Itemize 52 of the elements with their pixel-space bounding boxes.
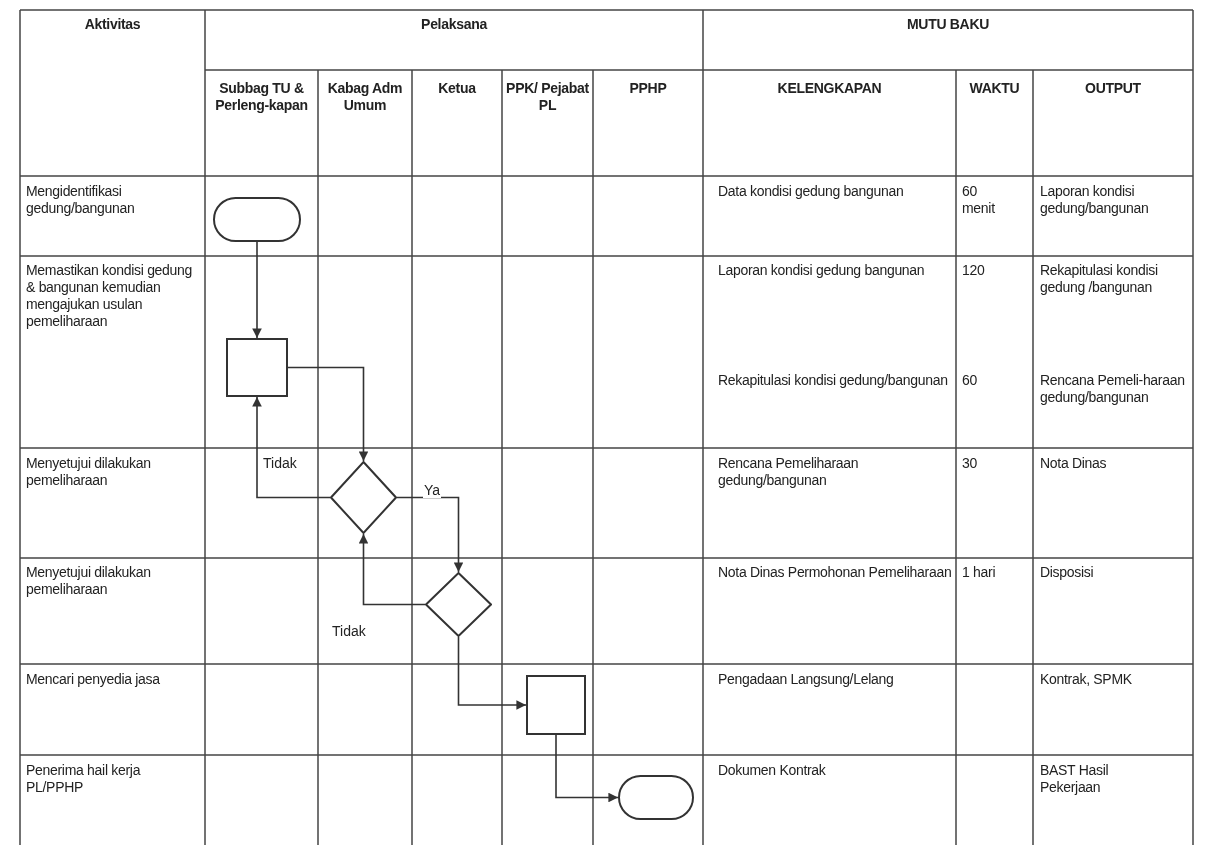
time-value: 60 [962, 372, 978, 389]
output-text: Disposisi [1040, 564, 1095, 581]
process-box [526, 675, 586, 735]
arrow [252, 396, 331, 499]
arrow [457, 636, 527, 710]
activity-text: Penerima hail kerja PL/PPHP [26, 762, 142, 796]
column-header: WAKTU [968, 80, 1021, 97]
output-text: BAST Hasil Pekerjaan [1040, 762, 1110, 796]
terminator-shape [618, 775, 694, 820]
requirement-text: Rencana Pemeliharaan gedung/bangunan [718, 455, 860, 489]
arrow [252, 241, 262, 339]
requirement-text: Dokumen Kontrak [718, 762, 827, 779]
arrow [287, 366, 369, 462]
column-header: OUTPUT [1084, 80, 1142, 97]
column-header: MUTU BAKU [905, 16, 991, 33]
output-text: Laporan kondisi gedung/bangunan [1040, 183, 1150, 217]
process-box [226, 338, 288, 397]
column-header: Ketua [437, 80, 477, 97]
edge-label: Ya [423, 483, 442, 498]
arrow [396, 496, 464, 573]
column-header: PPHP [628, 80, 668, 97]
activity-text: Memastikan kondisi gedung & bangunan kemudian mengajukan usulan pemeliharaan [26, 262, 194, 330]
time-value: 1 hari [962, 564, 997, 581]
edge-label: Tidak [262, 456, 298, 471]
activity-text: Menyetujui dilakukan pemeliharaan [26, 455, 152, 489]
terminator-shape [213, 197, 301, 242]
arrow [358, 533, 426, 606]
column-header: Pelaksana [420, 16, 489, 33]
column-header: PPK/ Pejabat PL [505, 80, 590, 114]
decision-diamond [425, 572, 492, 637]
column-header: Aktivitas [83, 16, 142, 33]
requirement-text: Nota Dinas Permohonan Pemeliharaan [718, 564, 953, 581]
arrow [555, 734, 619, 803]
time-value: 120 [962, 262, 986, 279]
activity-text: Mengidentifikasi gedung/bangunan [26, 183, 136, 217]
decision-diamond [330, 461, 397, 534]
activity-text: Mencari penyedia jasa [26, 671, 161, 688]
requirement-text: Laporan kondisi gedung bangunan [718, 262, 926, 279]
output-text: Rekapitulasi kondisi gedung /bangunan [1040, 262, 1159, 296]
output-text: Kontrak, SPMK [1040, 671, 1133, 688]
requirement-text: Data kondisi gedung bangunan [718, 183, 905, 200]
requirement-text: Rekapitulasi kondisi gedung/bangunan [718, 372, 948, 389]
output-text: Nota Dinas [1040, 455, 1108, 472]
column-header: Kabag Adm Umum [326, 80, 404, 114]
time-value: 60 menit [962, 183, 996, 217]
column-header: KELENGKAPAN [776, 80, 883, 97]
activity-text: Menyetujui dilakukan pemeliharaan [26, 564, 152, 598]
requirement-text: Pengadaan Langsung/Lelang [718, 671, 895, 688]
time-value: 30 [962, 455, 978, 472]
output-text: Rencana Pemeli-haraan gedung/bangunan [1040, 372, 1186, 406]
edge-label: Tidak [331, 624, 367, 639]
column-header: Subbag TU & Perleng-kapan [214, 80, 309, 114]
